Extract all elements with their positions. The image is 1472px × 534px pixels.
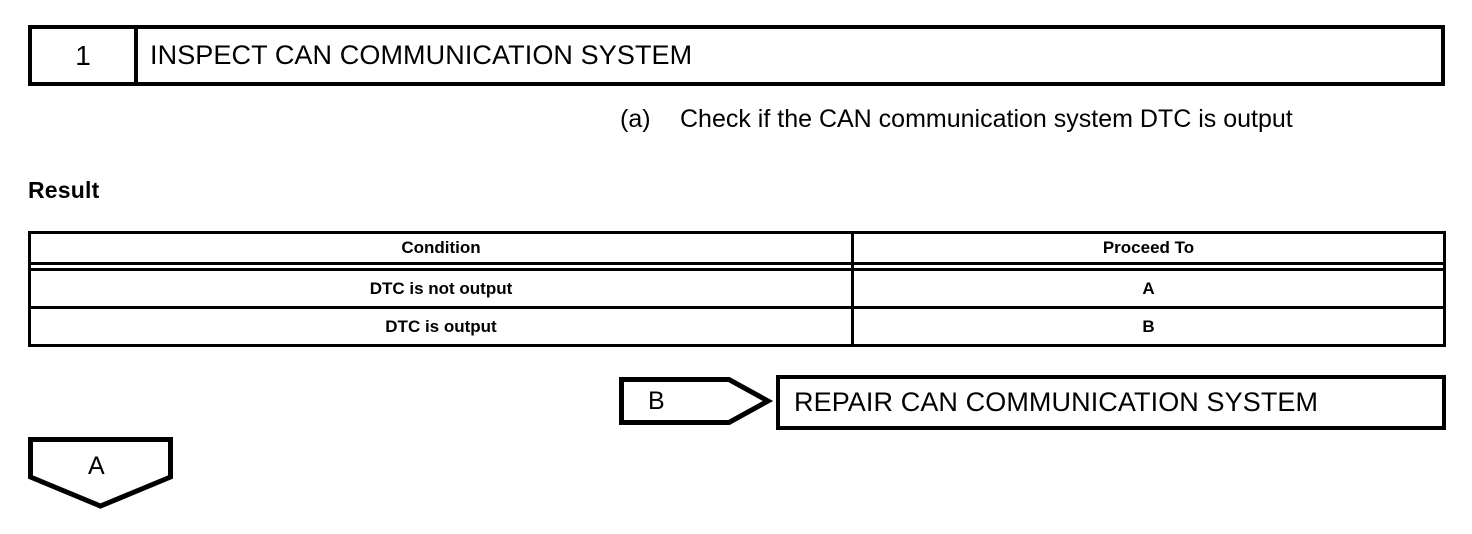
action-box-repair: REPAIR CAN COMMUNICATION SYSTEM	[776, 375, 1446, 430]
table-row: DTC is output B	[28, 306, 1446, 347]
step-title-cell: INSPECT CAN COMMUNICATION SYSTEM	[138, 29, 1441, 82]
cell-condition: DTC is output	[28, 306, 854, 347]
step-number-cell: 1	[32, 29, 138, 82]
arrow-down-pentagon-icon	[28, 437, 173, 509]
step-number: 1	[75, 39, 91, 71]
procedure-text: Check if the CAN communication system DT…	[680, 105, 1293, 133]
cell-proceed-to: B	[851, 306, 1446, 347]
result-heading: Result	[28, 177, 100, 203]
procedure-line: (a) Check if the CAN communication syste…	[620, 107, 1293, 132]
connector-branch-b: B	[619, 377, 774, 425]
step-header: 1 INSPECT CAN COMMUNICATION SYSTEM	[28, 25, 1445, 86]
arrow-right-pentagon-icon	[619, 377, 774, 425]
table-header-rule-right	[851, 263, 1446, 270]
cell-condition: DTC is not output	[28, 268, 854, 309]
connector-branch-a-label: A	[88, 452, 105, 480]
table-header-rule-left	[28, 263, 854, 270]
action-box-label: REPAIR CAN COMMUNICATION SYSTEM	[794, 387, 1319, 417]
procedure-marker: (a)	[620, 105, 651, 133]
column-header-condition: Condition	[28, 231, 854, 265]
result-table: Condition Proceed To DTC is not output A…	[28, 231, 1446, 347]
table-header-row: Condition Proceed To	[28, 231, 1446, 265]
table-row: DTC is not output A	[28, 268, 1446, 309]
step-title: INSPECT CAN COMMUNICATION SYSTEM	[150, 40, 693, 70]
connector-branch-a: A	[28, 437, 173, 509]
column-header-proceed-to: Proceed To	[851, 231, 1446, 265]
table-header-rule	[28, 263, 1446, 270]
connector-branch-b-label: B	[648, 387, 665, 415]
cell-proceed-to: A	[851, 268, 1446, 309]
